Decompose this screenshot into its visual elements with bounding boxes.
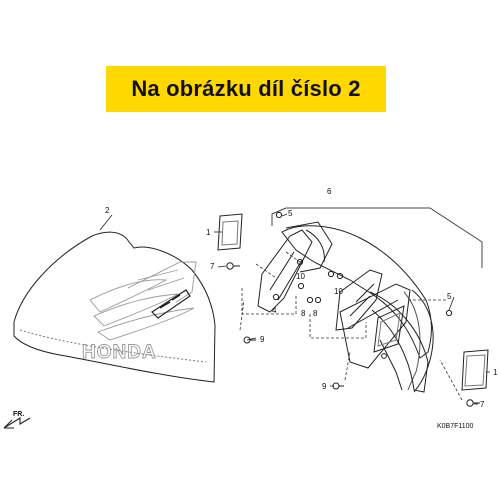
callout-labels: 2 6 1 1 5 5 7 7 4 8 8 10 10 9 9 [105,187,498,409]
adv-badge-graphic [151,289,191,319]
callout-5-right: 5 [447,292,452,301]
callout-8-right: 8 [313,309,318,318]
callout-10-right: 10 [334,287,343,296]
callout-9-lower: 9 [322,382,327,391]
callout-7-upper: 7 [210,262,215,271]
callout-1-lower: 1 [493,368,498,377]
callout-5-upper: 5 [288,209,293,218]
front-direction-arrow [3,417,31,429]
callout-9-left: 9 [260,335,265,344]
callout-1-upper: 1 [206,228,211,237]
part-1-reflector-side [373,305,405,353]
assembly-lines [239,251,463,401]
banner-text: Na obrázku díl číslo 2 [131,76,361,101]
part-2-fender [13,231,216,383]
callout-8-left: 8 [301,309,306,318]
leader-lines [99,213,490,405]
callout-6: 6 [327,187,332,196]
part-1-reflector-upper [217,213,243,251]
callout-4: 4 [272,306,277,315]
part-6-inner-fender [257,207,483,393]
callout-7-lower: 7 [480,400,485,409]
diagram-code: K0B7F1100 [437,423,474,430]
part-number-banner: Na obrázku díl číslo 2 [106,66,386,112]
callout-2: 2 [105,206,110,215]
front-direction-label: FR. [13,411,24,418]
fasteners [226,211,480,407]
honda-wing-logo [89,261,197,341]
callout-10-left: 10 [296,272,305,281]
part-1-reflector-lower [461,349,489,391]
honda-brand-mark: HONDA [82,342,157,363]
